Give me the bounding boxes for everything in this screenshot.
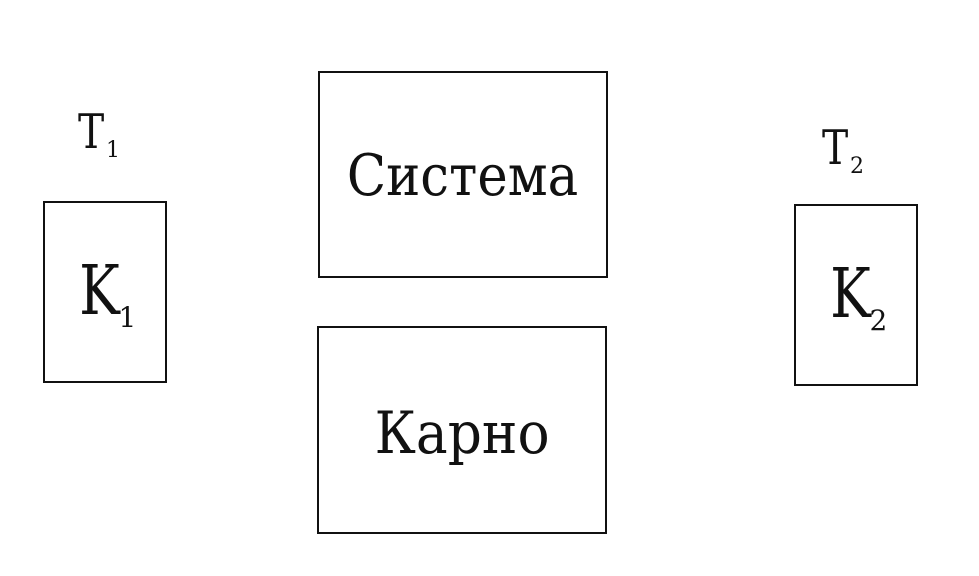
right-temperature-label: T 2: [822, 120, 864, 178]
left-reservoir-box: K 1: [43, 201, 167, 383]
right-reservoir-symbol: K: [829, 255, 871, 334]
left-reservoir-symbol: K: [78, 252, 120, 331]
carnot-label: Карно: [374, 399, 550, 467]
left-temperature-subscript: 1: [106, 138, 121, 163]
left-temperature-label: T 1: [78, 104, 120, 162]
left-reservoir-label: K 1: [74, 252, 137, 332]
right-reservoir-subscript: 2: [869, 304, 888, 337]
left-reservoir-subscript: 1: [118, 301, 137, 334]
system-box: Система: [318, 71, 608, 278]
carnot-box: Карно: [317, 326, 607, 534]
right-reservoir-label: K 2: [825, 255, 888, 335]
right-reservoir-box: K 2: [794, 204, 918, 386]
system-label: Система: [347, 143, 579, 209]
right-temperature-symbol: T: [822, 120, 849, 176]
right-temperature-subscript: 2: [850, 154, 865, 179]
left-temperature-symbol: T: [78, 104, 105, 160]
